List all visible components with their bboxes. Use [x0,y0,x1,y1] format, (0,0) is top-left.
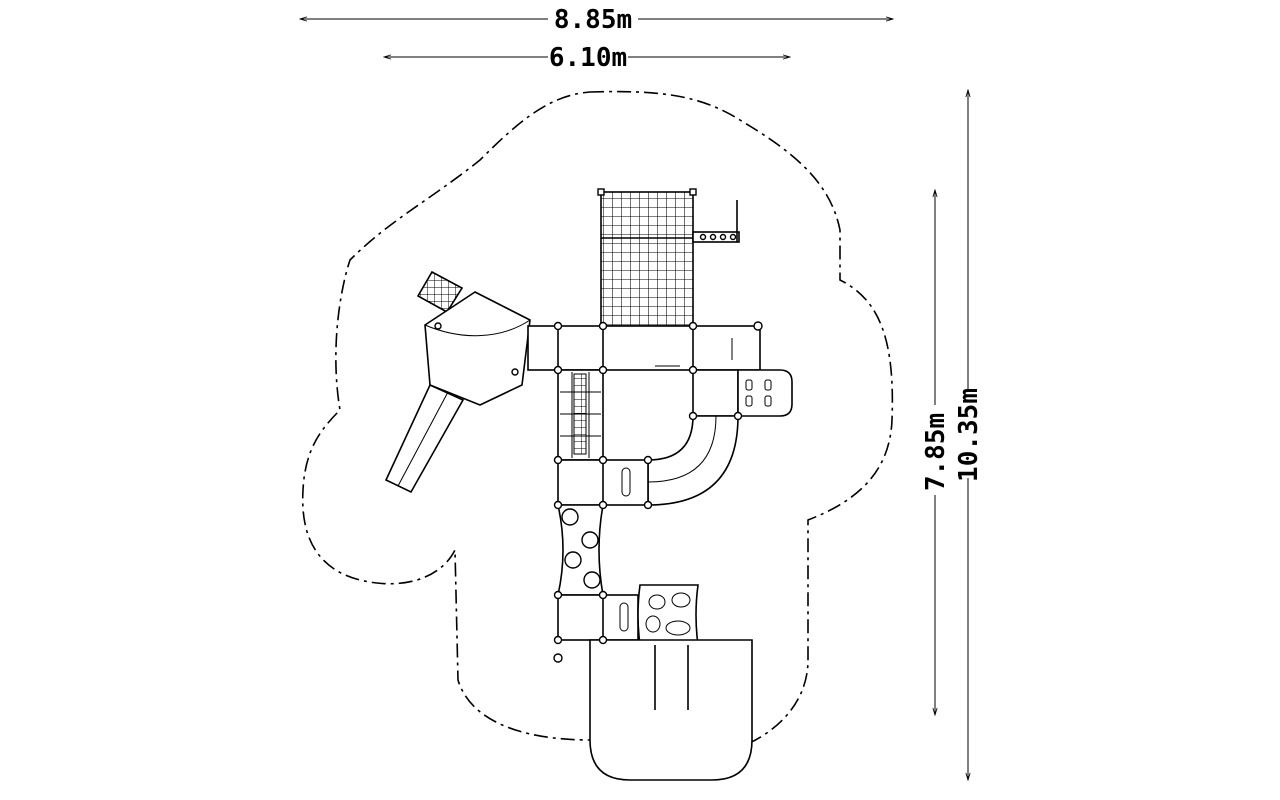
climbing-net [597,188,697,327]
dim-structure-depth-label: 7.85m [921,413,951,491]
safety-zone-outline [301,90,894,751]
dim-structure-width-label: 6.10m [549,43,627,73]
bottom-slide [589,639,753,781]
main-deck-row [527,321,763,371]
left-slide [384,383,465,494]
stepping-panel [637,584,699,646]
bottom-deck [553,594,639,663]
dim-overall-width-label: 8.85m [554,5,632,35]
inner-ladder [557,369,604,461]
dim-structure-width: 6.10m [384,43,790,73]
curved-slide [647,415,739,506]
ladder-rail [692,200,740,243]
dim-overall-depth-label: 10.35m [954,388,984,482]
dim-overall-width: 8.85m [300,5,893,35]
right-activity-panel [692,369,793,417]
climbing-wall [557,504,604,596]
tower-hood [424,291,531,406]
roof-panel-left [416,270,464,314]
dim-overall-depth: 10.35m [954,90,984,780]
lower-deck-row [557,459,649,506]
posts [553,321,743,645]
dim-structure-depth: 7.85m [921,190,951,715]
